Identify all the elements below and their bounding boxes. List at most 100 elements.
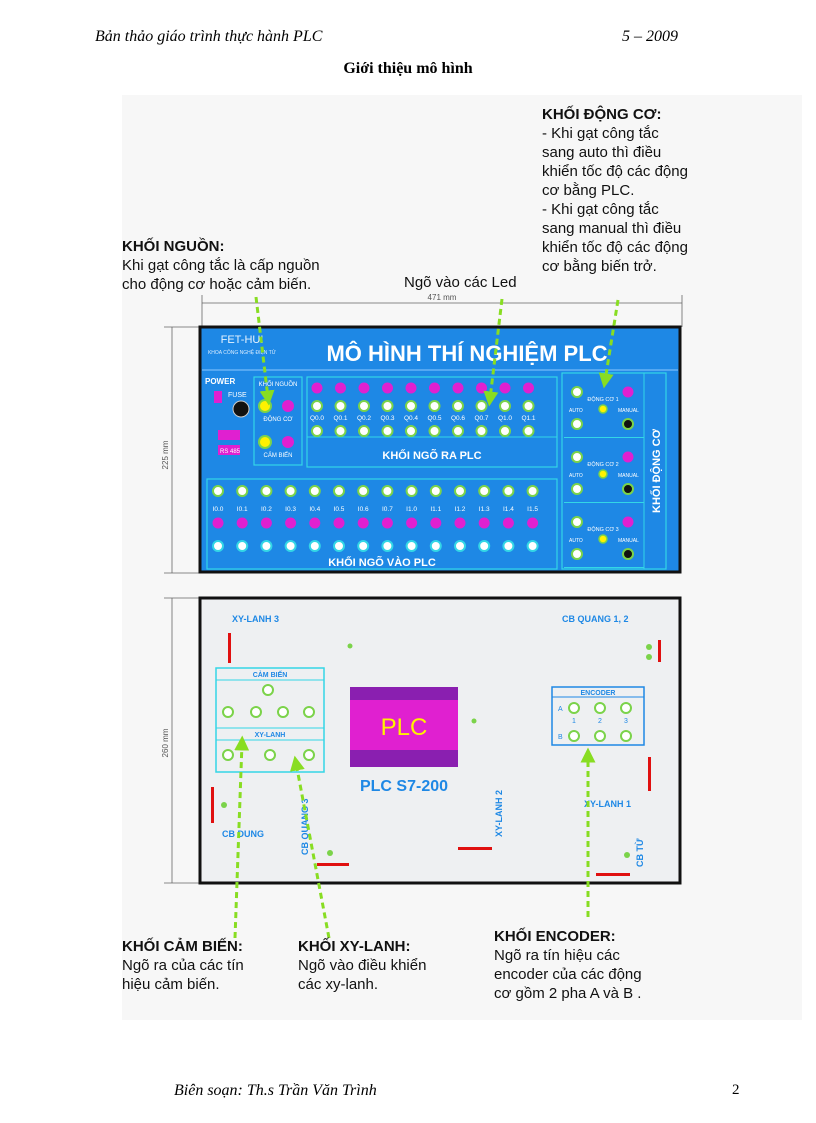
input-terminal[interactable] <box>357 485 370 497</box>
output-led-terminal[interactable] <box>452 400 464 412</box>
output-led-terminal[interactable] <box>334 400 347 412</box>
input-terminal[interactable] <box>526 485 539 497</box>
manual-label: MANUAL <box>618 538 639 544</box>
input-led-terminal[interactable] <box>284 540 297 552</box>
output-led-terminal[interactable] <box>522 400 535 412</box>
input-block-frame <box>206 478 558 570</box>
fuse-label: FUSE <box>228 392 247 399</box>
input-terminal[interactable] <box>260 485 273 497</box>
sensor-block-label: CẢM BIẾN <box>253 669 288 679</box>
plc-face <box>350 700 458 750</box>
motor-auto-terminal[interactable] <box>571 483 583 495</box>
brand-sub-text: KHOA CÔNG NGHỆ ĐIỆN TỬ <box>208 348 277 356</box>
motor-manual-terminal[interactable] <box>622 548 634 560</box>
cylinder-3-marker <box>228 633 231 663</box>
input-terminal[interactable] <box>236 485 249 497</box>
fuse-icon <box>232 400 250 418</box>
input-led-terminal[interactable] <box>236 540 249 552</box>
output-terminal[interactable] <box>405 425 417 437</box>
input-terminal[interactable] <box>333 485 345 497</box>
motor-terminal[interactable] <box>571 451 583 463</box>
output-led-terminal[interactable] <box>428 400 441 412</box>
output-terminal[interactable] <box>475 425 488 437</box>
output-terminal[interactable] <box>499 425 511 437</box>
input-block-label: KHỐI NGÕ VÀO PLC <box>328 555 436 569</box>
output-led-terminal[interactable] <box>381 400 394 412</box>
output-terminal[interactable] <box>452 425 464 437</box>
motor-manual-terminal[interactable] <box>622 483 634 495</box>
auto-label: AUTO <box>569 408 583 414</box>
encoder-b-terminal[interactable] <box>620 730 632 742</box>
input-led-terminal[interactable] <box>333 540 345 552</box>
output-terminal[interactable] <box>381 425 394 437</box>
motor-auto-terminal[interactable] <box>571 418 583 430</box>
output-led-terminal[interactable] <box>499 400 511 412</box>
output-led-terminal[interactable] <box>311 400 323 412</box>
encoder-b-terminal[interactable] <box>568 730 580 742</box>
output-led <box>335 382 346 394</box>
input-led-terminal[interactable] <box>429 540 442 552</box>
input-led-terminal[interactable] <box>454 540 466 552</box>
input-label: I1.4 <box>503 506 514 513</box>
encoder-b-terminal[interactable] <box>594 730 606 742</box>
input-led <box>430 517 442 529</box>
plc-model-label: PLC S7-200 <box>360 778 448 795</box>
output-block-label: KHỐI NGÕ RA PLC <box>382 448 481 462</box>
motor-speed-knob[interactable] <box>598 534 608 544</box>
input-terminal[interactable] <box>502 485 515 497</box>
output-terminal[interactable] <box>334 425 347 437</box>
input-led <box>333 517 345 529</box>
output-led-terminal[interactable] <box>358 400 370 412</box>
input-terminal[interactable] <box>284 485 297 497</box>
input-led-terminal[interactable] <box>502 540 515 552</box>
input-led-terminal[interactable] <box>381 540 394 552</box>
motor-terminal[interactable] <box>571 516 583 528</box>
encoder-a-terminal[interactable] <box>594 702 606 714</box>
output-label: Q0.4 <box>404 415 418 422</box>
output-led <box>523 382 534 394</box>
motor-block-frame <box>561 372 667 570</box>
output-terminal[interactable] <box>311 425 323 437</box>
motor-auto-terminal[interactable] <box>571 548 583 560</box>
note-motor-heading: KHỐI ĐỘNG CƠ: <box>542 106 662 123</box>
bottom-height-dimension: 260 mm <box>161 728 170 757</box>
motor-speed-knob[interactable] <box>598 469 608 479</box>
input-label: I0.6 <box>358 506 369 513</box>
input-led <box>502 517 514 529</box>
motor-speed-knob[interactable] <box>598 404 608 414</box>
motor-manual-terminal[interactable] <box>622 418 634 430</box>
output-led <box>429 382 440 394</box>
motor-terminal[interactable] <box>571 386 583 398</box>
top-panel: FET-HUI KHOA CÔNG NGHỆ ĐIỆN TỬ MÔ HÌNH T… <box>198 325 682 574</box>
input-terminal[interactable] <box>212 485 224 497</box>
output-terminal[interactable] <box>522 425 535 437</box>
input-terminal[interactable] <box>308 485 321 497</box>
input-led-terminal[interactable] <box>212 540 224 552</box>
output-terminal[interactable] <box>358 425 370 437</box>
output-terminal[interactable] <box>428 425 441 437</box>
input-led-terminal[interactable] <box>357 540 370 552</box>
encoder-a-terminal[interactable] <box>568 702 580 714</box>
output-label: Q1.1 <box>521 415 535 422</box>
input-terminal[interactable] <box>381 485 394 497</box>
power-label: POWER <box>205 377 235 386</box>
input-terminal[interactable] <box>429 485 442 497</box>
power-switch <box>214 391 222 403</box>
input-led <box>527 517 539 529</box>
note-encoder-heading: KHỐI ENCODER: <box>494 928 616 945</box>
input-led-terminal[interactable] <box>526 540 539 552</box>
note-power-heading: KHỐI NGUỒN: <box>122 238 225 255</box>
input-led-terminal[interactable] <box>478 540 491 552</box>
input-led-terminal[interactable] <box>405 540 418 552</box>
output-led-terminal[interactable] <box>475 400 488 412</box>
note-sensor-block: KHỐI CẢM BIẾN: Ngõ ra của các tín hiệu c… <box>122 937 297 994</box>
input-terminal[interactable] <box>405 485 418 497</box>
output-led <box>452 382 464 394</box>
output-led <box>311 382 323 394</box>
encoder-a-terminal[interactable] <box>620 702 632 714</box>
input-led-terminal[interactable] <box>260 540 273 552</box>
input-terminal[interactable] <box>454 485 466 497</box>
input-led-terminal[interactable] <box>308 540 321 552</box>
input-terminal[interactable] <box>478 485 491 497</box>
output-led-terminal[interactable] <box>405 400 417 412</box>
